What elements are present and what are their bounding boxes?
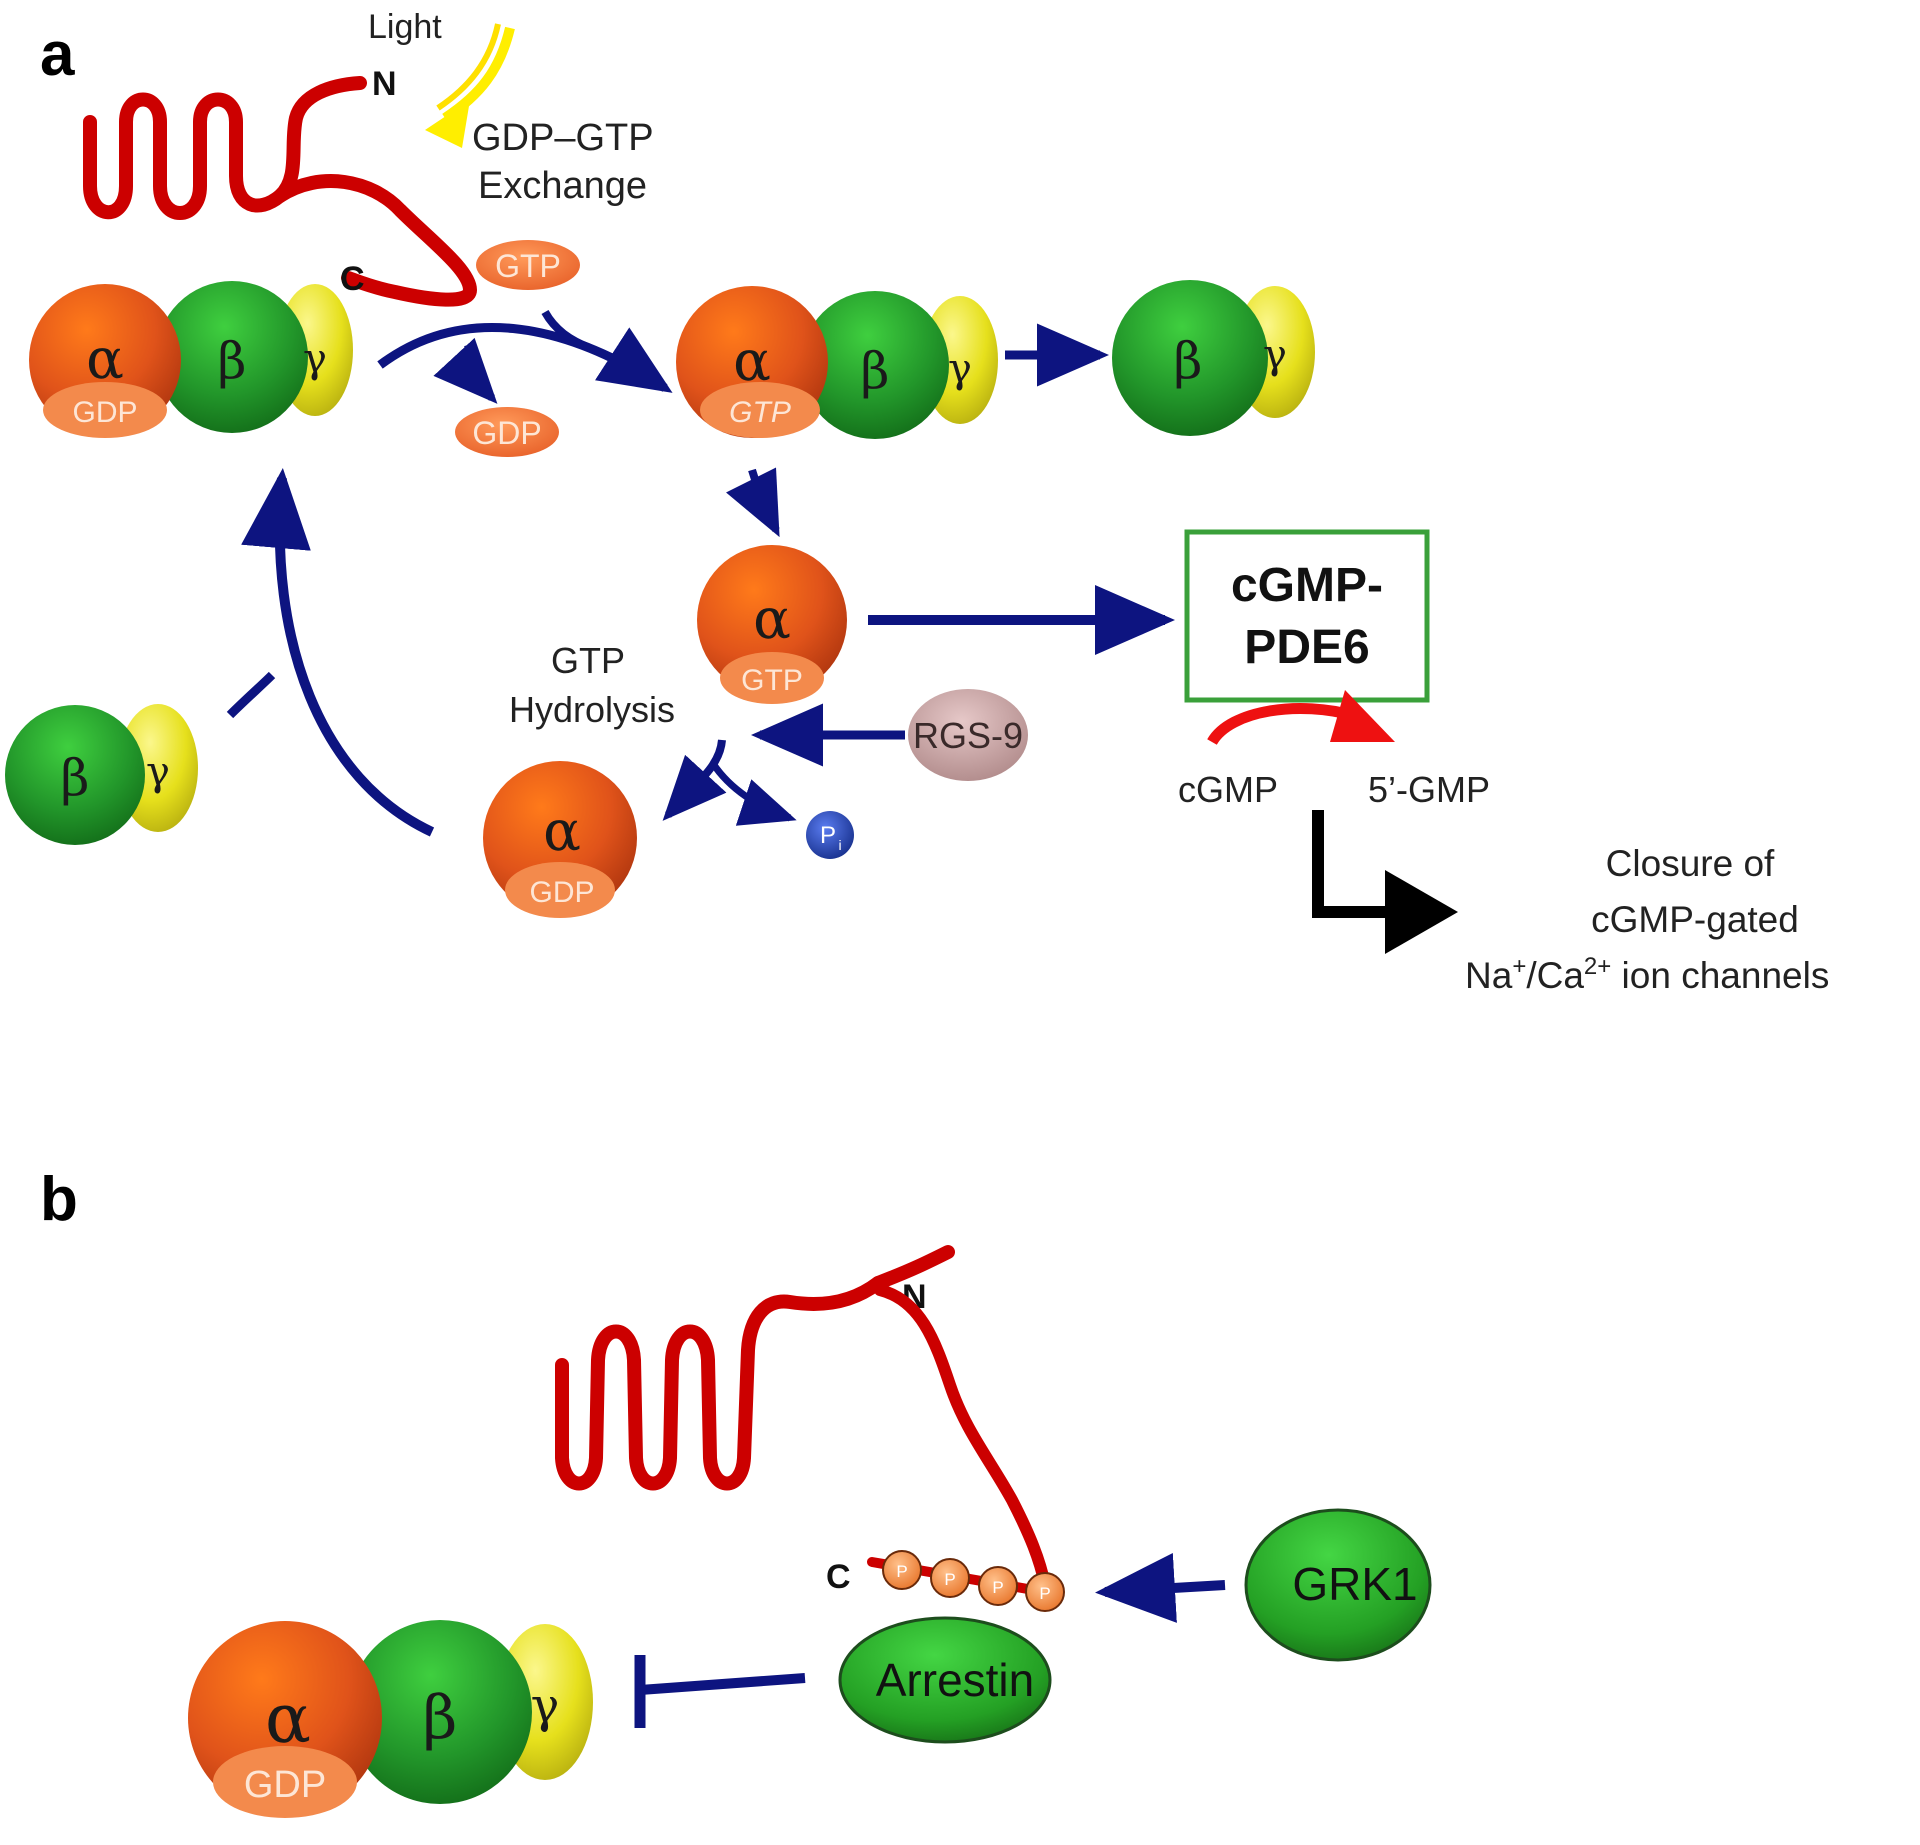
hydrolysis-line-1: GTP — [551, 640, 625, 681]
svg-text:β: β — [61, 749, 90, 807]
pde6-box: cGMP- PDE6 — [1184, 529, 1430, 703]
svg-text:γ: γ — [146, 749, 170, 795]
svg-text:β: β — [861, 342, 890, 400]
panel-label-a: a — [40, 20, 75, 89]
svg-text:Arrestin: Arrestin — [876, 1654, 1034, 1706]
svg-text:P: P — [992, 1578, 1003, 1597]
svg-text:P: P — [896, 1562, 907, 1581]
svg-text:α: α — [733, 329, 771, 394]
phospho-sites: P P P P — [882, 1550, 1065, 1612]
receptor-b-tail-visible — [871, 1245, 955, 1290]
gdp-bound-pill — [213, 1746, 357, 1818]
svg-text:GDP: GDP — [244, 1764, 326, 1806]
svg-text:β: β — [1174, 332, 1203, 390]
svg-text:P: P — [944, 1570, 955, 1589]
arrestin: Arrestin — [838, 1616, 1052, 1744]
closure-arrow — [1312, 810, 1458, 954]
svg-text:γ: γ — [1263, 332, 1287, 378]
c-terminus-b: C — [826, 1558, 851, 1596]
svg-text:γ: γ — [531, 1678, 560, 1734]
svg-text:α: α — [86, 327, 124, 392]
svg-text:GDP: GDP — [529, 876, 594, 909]
cgmp-label: cGMP — [1178, 769, 1278, 810]
beta-subunit — [156, 281, 308, 433]
hydrolysis-arrow — [662, 739, 727, 821]
alpha-gtp-free: α GTP — [697, 545, 847, 704]
gtp-entry-arrow — [541, 309, 592, 352]
gdp-pill-released: GDP — [455, 407, 559, 457]
heterotrimer-active-a: α GTP β γ — [676, 286, 998, 439]
exchange-arrow — [377, 322, 673, 393]
beta-gamma-join-arrow — [226, 671, 276, 719]
n-terminus-a: N — [372, 65, 397, 103]
receptor-b-tail-chain — [874, 1284, 1051, 1591]
closure-line-1: Closure of — [1606, 843, 1775, 884]
phosphate-pi: P i — [806, 811, 854, 859]
beta-subunit — [1112, 280, 1268, 436]
svg-text:GRK1: GRK1 — [1292, 1558, 1417, 1610]
svg-text:PDE6: PDE6 — [1244, 621, 1369, 674]
closure-line-3: Na+/Ca2+ ion channels — [1465, 953, 1829, 996]
svg-text:α: α — [265, 1680, 311, 1759]
grk1: GRK1 — [1244, 1508, 1432, 1662]
rgs9: RGS-9 — [908, 689, 1028, 781]
receptor-b-visible — [555, 1276, 885, 1491]
grk-arrow — [1095, 1552, 1226, 1623]
panel-label-b: b — [40, 1165, 78, 1234]
svg-text:cGMP-: cGMP- — [1231, 559, 1383, 612]
gdp-exit-arrow — [433, 337, 498, 404]
beta-subunit — [348, 1620, 532, 1804]
svg-text:GDP: GDP — [72, 396, 137, 429]
svg-text:α: α — [753, 587, 791, 652]
gtp-bound-pill — [700, 382, 820, 438]
beta-gamma-free-top: β γ — [1112, 280, 1315, 436]
reassociation-arrow — [241, 468, 435, 837]
beta-subunit — [5, 705, 145, 845]
receptor-a-visible — [83, 76, 478, 307]
gtp-pill-incoming: GTP — [476, 240, 580, 290]
svg-text:P: P — [1039, 1584, 1050, 1603]
svg-text:RGS-9: RGS-9 — [913, 715, 1023, 756]
inhibition-arrow — [634, 1655, 806, 1728]
svg-text:GTP: GTP — [741, 664, 803, 697]
svg-text:P: P — [820, 822, 836, 849]
gdp-bound-pill — [43, 382, 167, 438]
light-arrow — [425, 23, 515, 148]
c-terminus-a: C — [340, 260, 365, 298]
svg-text:α: α — [543, 799, 581, 864]
alpha-release-arrow — [725, 467, 780, 538]
svg-text:GTP: GTP — [729, 396, 791, 429]
exchange-label-1: GDP–GTP — [472, 117, 654, 159]
closure-line-2: cGMP-gated — [1591, 899, 1799, 940]
beta-subunit — [801, 291, 949, 439]
light-label: Light — [368, 8, 442, 46]
svg-text:β: β — [423, 1683, 458, 1753]
five-gmp-label: 5’-GMP — [1368, 769, 1490, 810]
receptor-b-tail — [744, 1455, 832, 1585]
beta-gamma-free-bottom: β γ — [5, 704, 198, 845]
exchange-label-2: Exchange — [478, 165, 647, 207]
alpha-gdp-free: α GDP — [483, 761, 637, 918]
svg-text:GDP: GDP — [472, 415, 541, 451]
cgmp-hydrolysis-arrow — [1207, 690, 1395, 746]
svg-text:β: β — [218, 332, 247, 390]
svg-text:GTP: GTP — [495, 248, 561, 284]
heterotrimer-inactive-a: α GDP β γ — [29, 281, 353, 438]
hydrolysis-line-2: Hydrolysis — [509, 689, 675, 730]
receptor-b-line — [560, 1283, 880, 1469]
svg-text:γ: γ — [303, 336, 327, 382]
pi-release-arrow — [709, 760, 797, 826]
svg-text:γ: γ — [948, 346, 972, 392]
svg-text:i: i — [838, 837, 841, 853]
heterotrimer-b: α GDP β γ — [188, 1620, 593, 1818]
